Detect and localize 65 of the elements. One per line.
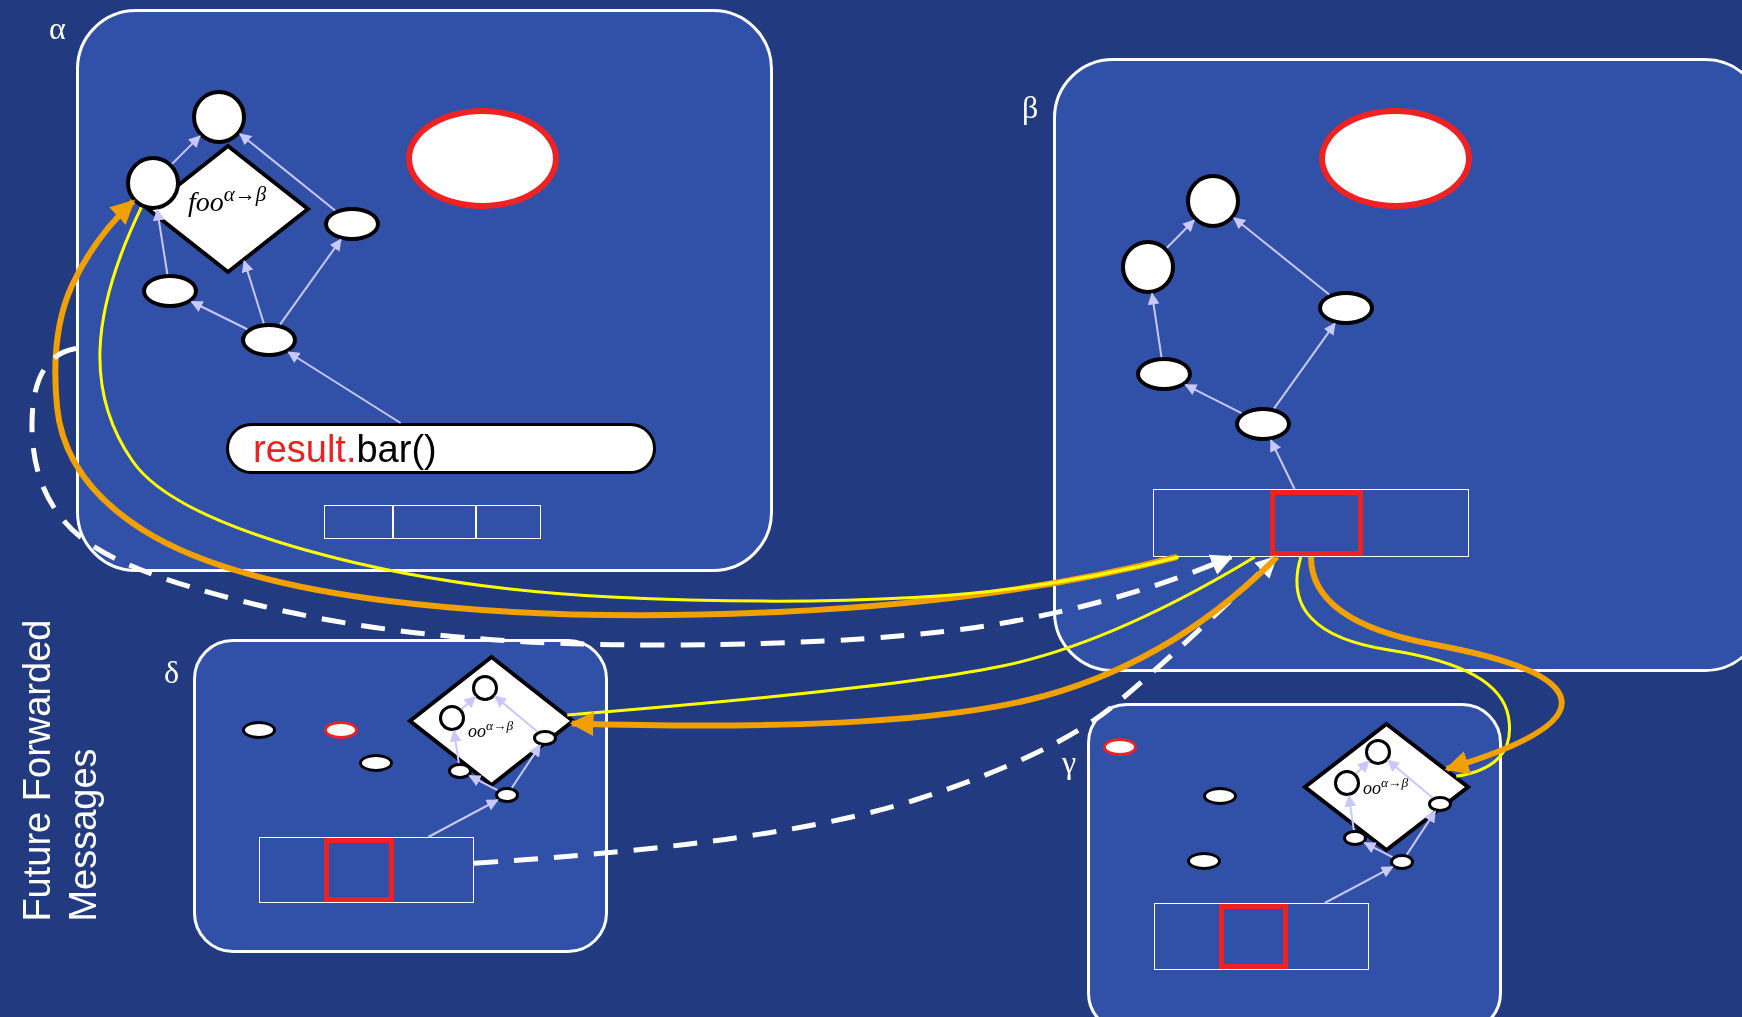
arrow: [190, 300, 249, 331]
circle-node: [1121, 240, 1175, 294]
code-text: result.bar(): [253, 429, 437, 468]
panel-label: α: [49, 12, 66, 44]
ellipse-node: [1235, 407, 1291, 441]
arrow: [494, 695, 539, 733]
ellipse-node: [324, 207, 380, 241]
arrow: [1273, 322, 1336, 410]
dashed-arrow: [29, 346, 1234, 648]
arrow: [1323, 866, 1394, 904]
ellipse-node: [448, 763, 472, 779]
circle-node: [1186, 174, 1240, 228]
arrow: [241, 259, 265, 325]
arrow: [1233, 216, 1331, 296]
panel-label: γ: [1062, 746, 1077, 778]
ellipse-node: [1390, 854, 1414, 870]
ellipse-node: [1136, 357, 1192, 391]
ellipse-node: [359, 754, 393, 772]
circle-node: [192, 90, 246, 144]
arrow: [468, 774, 499, 792]
ellipse-node: [1203, 787, 1237, 805]
arrow: [1405, 810, 1437, 856]
highlighted-ellipse: [324, 721, 358, 739]
ellipse-node: [1318, 291, 1374, 325]
ellipse-node: [1343, 830, 1367, 846]
arrow: [287, 351, 402, 424]
arrow: [1363, 841, 1394, 859]
highlighted-ellipse: [1103, 738, 1137, 756]
arrow: [1184, 383, 1243, 415]
panel-label: β: [1022, 91, 1039, 123]
diamond-label: foo$^{α→β}$: [188, 188, 267, 216]
arrow: [1355, 760, 1370, 775]
code-pill: [226, 423, 656, 474]
arrow: [1147, 292, 1163, 359]
arrow: [427, 799, 499, 838]
message-queue: [259, 837, 474, 903]
arrow: [449, 729, 462, 765]
circle-node: [126, 156, 180, 210]
diamond-node: [146, 144, 310, 274]
diamond-node: [1303, 722, 1470, 852]
message-queue: [324, 505, 541, 539]
side-caption: Future Forwarded Messages: [15, 618, 105, 922]
connector-line: [1295, 556, 1511, 778]
ellipse-node: [495, 787, 519, 803]
arrow: [1269, 439, 1296, 490]
arrow: [171, 135, 201, 165]
diamond-label: oo$^{α→β}$: [1363, 779, 1409, 797]
message-queue: [1154, 903, 1369, 970]
arrow: [279, 238, 342, 326]
diamond-label: oo$^{α→β}$: [468, 722, 514, 740]
message-queue: [1153, 489, 1469, 557]
arrow: [152, 208, 169, 276]
ellipse-node: [241, 323, 297, 357]
arrow: [1308, 556, 1565, 774]
arrow: [510, 744, 542, 789]
arrow: [460, 695, 477, 711]
arrow: [1165, 219, 1196, 249]
ellipse-node: [1187, 852, 1221, 870]
arrow: [1344, 794, 1357, 832]
ellipse-node: [242, 721, 276, 739]
diamond-node: [408, 655, 575, 787]
arrow: [1386, 759, 1434, 799]
ellipse-node: [142, 274, 198, 308]
panel-label: δ: [164, 656, 180, 688]
arrow: [239, 132, 337, 212]
